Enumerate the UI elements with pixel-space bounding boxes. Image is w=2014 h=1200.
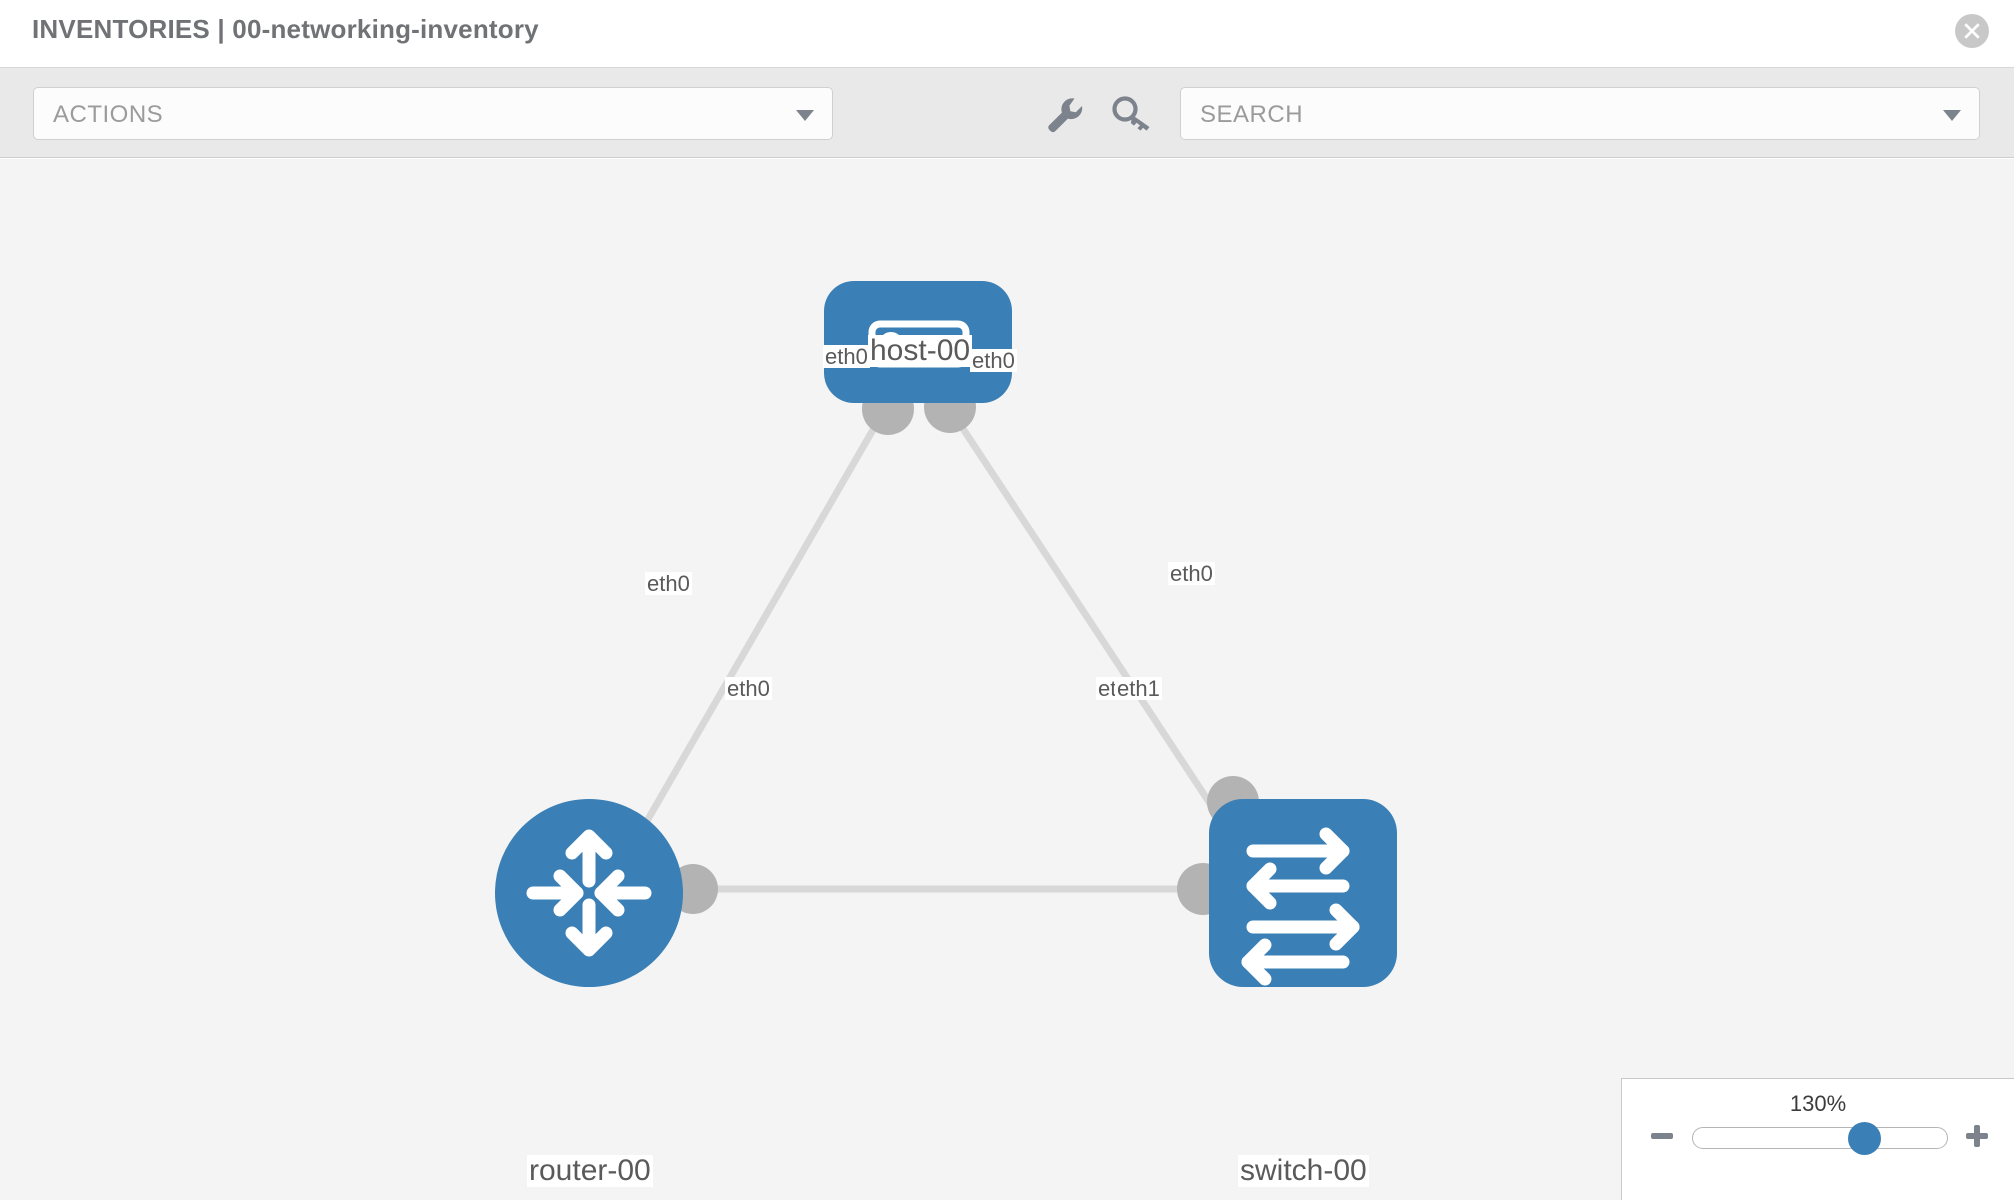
zoom-percent-label: 130% bbox=[1789, 1091, 1847, 1116]
port-label: eth0 bbox=[970, 348, 1017, 373]
toolbar: ACTIONS SEARCH bbox=[0, 68, 2014, 158]
link-host-switch bbox=[947, 407, 1243, 851]
zoom-slider[interactable] bbox=[1692, 1122, 1948, 1155]
chevron-down-icon bbox=[1943, 110, 1961, 121]
page-title: INVENTORIES | 00-networking-inventory bbox=[32, 14, 539, 44]
switch-arrows-icon bbox=[1241, 827, 1360, 986]
node-switch-00[interactable] bbox=[1209, 799, 1397, 987]
node-label-router-00: router-00 bbox=[527, 1154, 653, 1187]
link-host-router bbox=[621, 407, 889, 861]
node-router-00[interactable] bbox=[495, 799, 683, 987]
chevron-down-icon bbox=[796, 110, 814, 121]
port-label: eth0 bbox=[823, 344, 870, 369]
actions-dropdown-label: ACTIONS bbox=[53, 101, 164, 128]
port-label: eth0 bbox=[645, 571, 692, 596]
port-label: eth0 bbox=[1168, 561, 1215, 586]
port-label: eth0 bbox=[725, 676, 772, 701]
page-header: INVENTORIES | 00-networking-inventory bbox=[0, 0, 2014, 68]
minus-icon[interactable] bbox=[1647, 1121, 1677, 1151]
topology-graph bbox=[495, 281, 1397, 987]
zoom-slider-thumb[interactable] bbox=[1848, 1122, 1881, 1155]
zoom-control-panel: 130% bbox=[1621, 1078, 2014, 1200]
plus-icon[interactable] bbox=[1962, 1121, 1992, 1151]
port-label: eth1 bbox=[1115, 676, 1162, 701]
actions-dropdown[interactable]: ACTIONS bbox=[33, 87, 833, 140]
close-icon[interactable] bbox=[1955, 14, 1989, 48]
node-label-host-00: host-00 bbox=[868, 334, 973, 367]
topology-canvas[interactable]: eth0 host-00 eth0 eth0 eth0 eth0 eth eth… bbox=[0, 159, 2014, 1200]
router-arrows-icon bbox=[526, 829, 652, 957]
node-label-switch-00: switch-00 bbox=[1238, 1154, 1369, 1187]
wrench-icon[interactable] bbox=[1043, 94, 1087, 134]
search-input[interactable]: SEARCH bbox=[1180, 87, 1980, 140]
key-icon[interactable] bbox=[1110, 94, 1154, 134]
search-placeholder: SEARCH bbox=[1200, 101, 1304, 128]
